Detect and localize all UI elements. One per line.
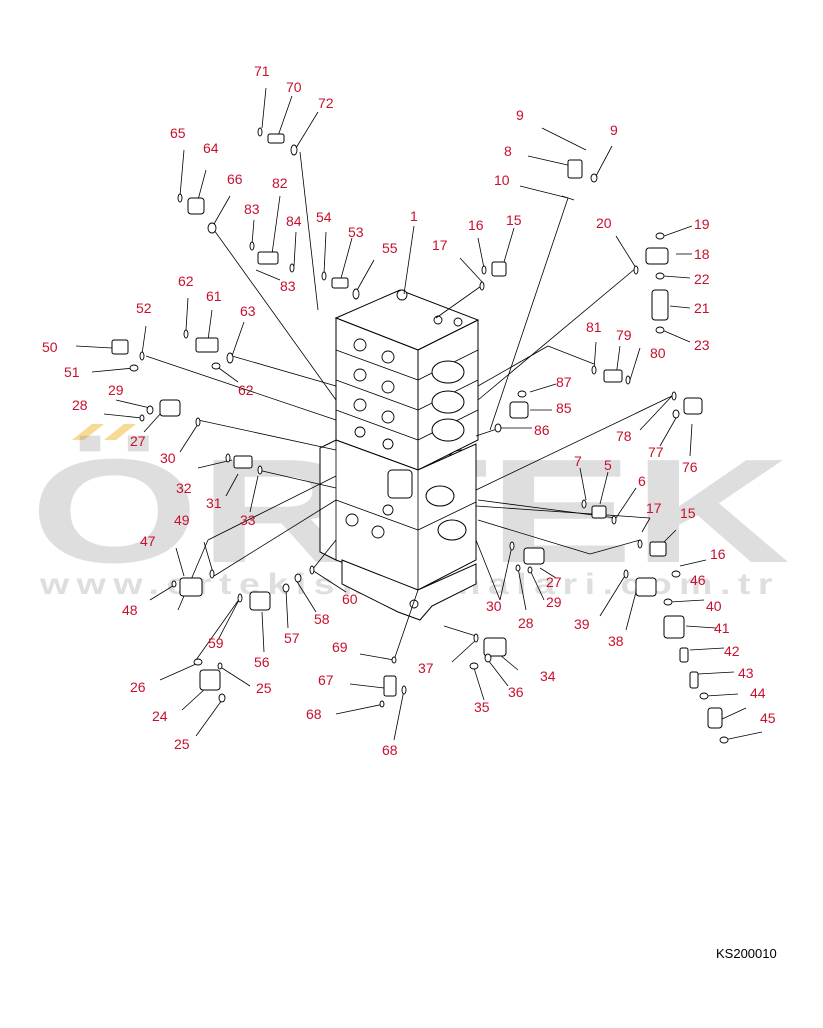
leader-lines bbox=[75, 87, 763, 741]
callout-number: 5 bbox=[604, 457, 612, 473]
callout-number: 62 bbox=[238, 382, 254, 398]
callout-number: 22 bbox=[694, 271, 710, 287]
callout-number: 66 bbox=[227, 171, 243, 187]
callout-number: 71 bbox=[254, 63, 270, 79]
callout-number: 40 bbox=[706, 598, 722, 614]
callout-number: 26 bbox=[130, 679, 146, 695]
callout-number: 10 bbox=[494, 172, 510, 188]
callout-number: 81 bbox=[586, 319, 602, 335]
callout-number: 62 bbox=[178, 273, 194, 289]
callout-number: 24 bbox=[152, 708, 168, 724]
callout-number: 68 bbox=[382, 742, 398, 758]
callout-number: 78 bbox=[616, 428, 632, 444]
callout-number: 17 bbox=[646, 500, 662, 516]
callout-number: 68 bbox=[306, 706, 322, 722]
callout-number: 80 bbox=[650, 345, 666, 361]
callout-number: 86 bbox=[534, 422, 550, 438]
callout-number: 52 bbox=[136, 300, 152, 316]
callout-number: 20 bbox=[596, 215, 612, 231]
watermark-accent-icon bbox=[72, 424, 136, 440]
callout-number: 32 bbox=[176, 480, 192, 496]
callout-number: 15 bbox=[506, 212, 522, 228]
callout-number: 28 bbox=[72, 397, 88, 413]
callout-number: 83 bbox=[244, 201, 260, 217]
callout-number: 39 bbox=[574, 616, 590, 632]
callout-number: 29 bbox=[546, 594, 562, 610]
callout-number: 53 bbox=[348, 224, 364, 240]
callout-number: 72 bbox=[318, 95, 334, 111]
callout-number: 82 bbox=[272, 175, 288, 191]
callout-number: 29 bbox=[108, 382, 124, 398]
callout-number: 23 bbox=[694, 337, 710, 353]
callout-number: 43 bbox=[738, 665, 754, 681]
callout-number: 65 bbox=[170, 125, 186, 141]
callout-number: 31 bbox=[206, 495, 222, 511]
callout-number: 44 bbox=[750, 685, 766, 701]
callout-number: 63 bbox=[240, 303, 256, 319]
callout-number: 18 bbox=[694, 246, 710, 262]
callout-number: 30 bbox=[160, 450, 176, 466]
callout-number: 64 bbox=[203, 140, 219, 156]
callout-number: 15 bbox=[680, 505, 696, 521]
callout-number: 48 bbox=[122, 602, 138, 618]
callout-number: 25 bbox=[256, 680, 272, 696]
callout-number: 7 bbox=[574, 453, 582, 469]
callout-number: 47 bbox=[140, 533, 156, 549]
callout-number: 21 bbox=[694, 300, 710, 316]
callout-number: 6 bbox=[638, 473, 646, 489]
small-parts bbox=[111, 127, 729, 744]
diagram-code: KS200010 bbox=[716, 946, 777, 961]
callout-number: 25 bbox=[174, 736, 190, 752]
callout-number: 28 bbox=[518, 615, 534, 631]
callout-number: 55 bbox=[382, 240, 398, 256]
callout-number: 50 bbox=[42, 339, 58, 355]
callout-number: 1 bbox=[410, 208, 418, 224]
callout-number: 9 bbox=[610, 122, 618, 138]
callout-number: 34 bbox=[540, 668, 556, 684]
callout-number: 19 bbox=[694, 216, 710, 232]
callout-number: 46 bbox=[690, 572, 706, 588]
callout-number: 61 bbox=[206, 288, 222, 304]
callout-number: 83 bbox=[280, 278, 296, 294]
callout-number: 69 bbox=[332, 639, 348, 655]
callout-number: 67 bbox=[318, 672, 334, 688]
callout-number: 87 bbox=[556, 374, 572, 390]
callout-number: 37 bbox=[418, 660, 434, 676]
callout-number: 30 bbox=[486, 598, 502, 614]
main-control-valve bbox=[319, 289, 480, 621]
callout-number: 8 bbox=[504, 143, 512, 159]
callout-number: 27 bbox=[546, 574, 562, 590]
callout-number: 27 bbox=[130, 433, 146, 449]
callout-number: 60 bbox=[342, 591, 358, 607]
callout-number: 33 bbox=[240, 512, 256, 528]
callout-number: 76 bbox=[682, 459, 698, 475]
callout-number: 16 bbox=[468, 217, 484, 233]
callout-number: 49 bbox=[174, 512, 190, 528]
callout-number: 57 bbox=[284, 630, 300, 646]
callout-number: 51 bbox=[64, 364, 80, 380]
callout-number: 16 bbox=[710, 546, 726, 562]
callout-number: 45 bbox=[760, 710, 776, 726]
callout-number: 84 bbox=[286, 213, 302, 229]
callout-number: 59 bbox=[208, 635, 224, 651]
callout-number: 79 bbox=[616, 327, 632, 343]
callout-number: 38 bbox=[608, 633, 624, 649]
callout-number: 36 bbox=[508, 684, 524, 700]
callout-number: 85 bbox=[556, 400, 572, 416]
callout-number: 58 bbox=[314, 611, 330, 627]
callout-number: 56 bbox=[254, 654, 270, 670]
callout-number: 17 bbox=[432, 237, 448, 253]
callout-number: 77 bbox=[648, 444, 664, 460]
callout-number: 42 bbox=[724, 643, 740, 659]
callout-number: 70 bbox=[286, 79, 302, 95]
callout-number: 41 bbox=[714, 620, 730, 636]
callout-number: 35 bbox=[474, 699, 490, 715]
callout-number: 54 bbox=[316, 209, 332, 225]
callout-number: 9 bbox=[516, 107, 524, 123]
